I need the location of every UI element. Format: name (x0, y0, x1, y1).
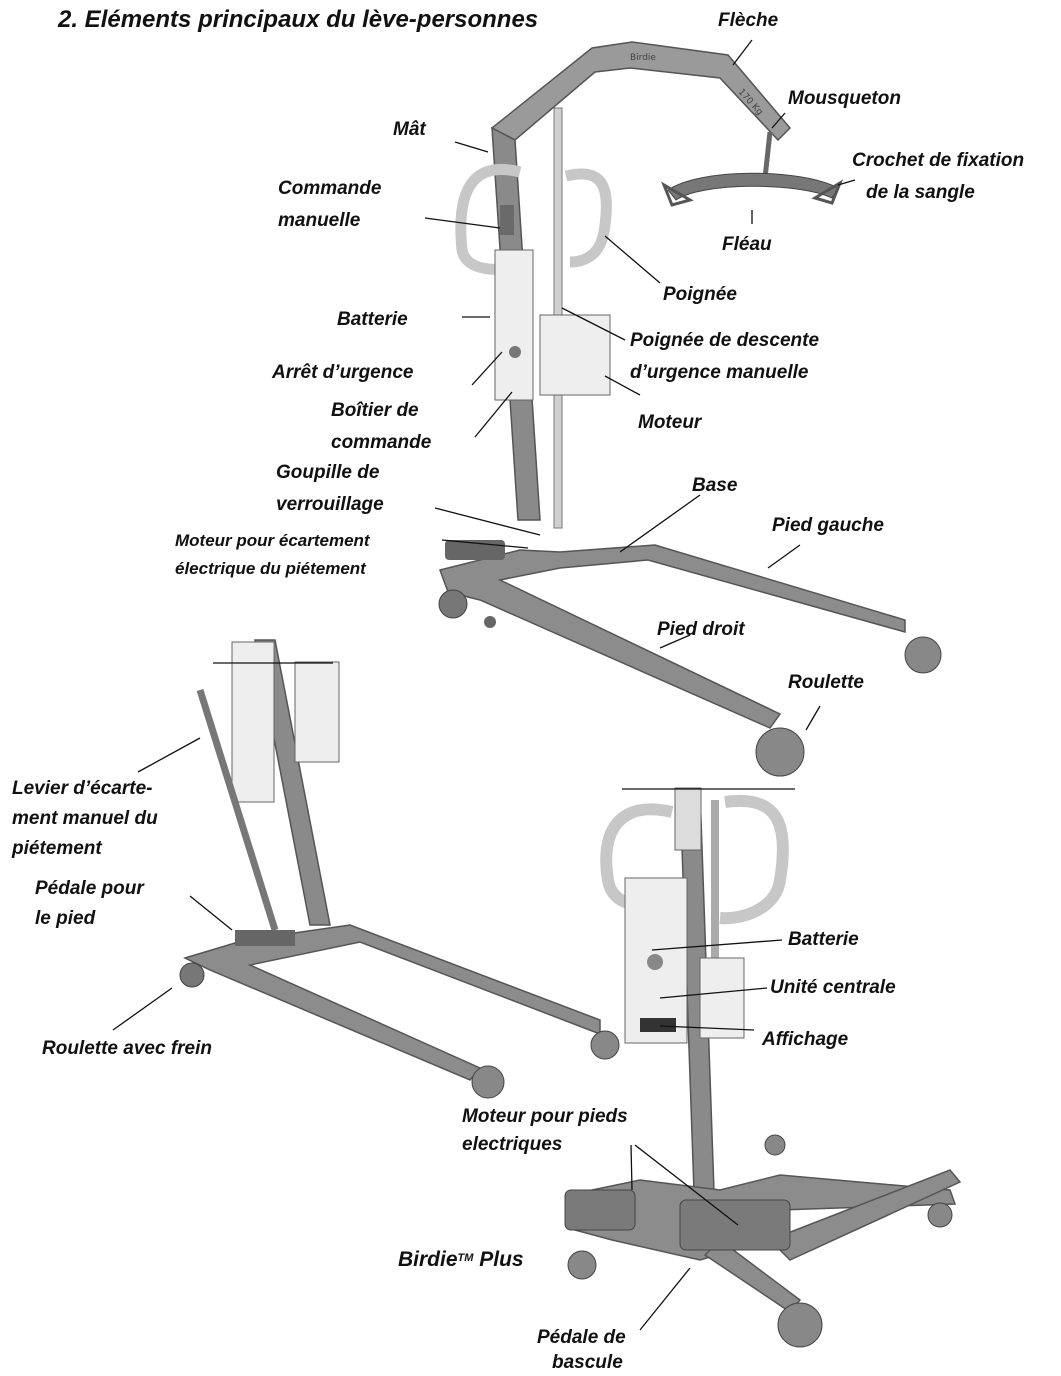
model-name-birdie: Birdie (398, 1248, 458, 1271)
label-pedale-bascule-line2: bascule (552, 1350, 623, 1376)
label-goupille-line2: verrouillage (276, 492, 384, 518)
label-levier-line1: Levier d’écarte- (12, 776, 152, 802)
label-levier-line2: ment manuel du (12, 806, 158, 832)
label-base: Base (692, 473, 737, 499)
label-poignee-descente-line1: Poignée de descente (630, 328, 819, 354)
label-fleche: Flèche (718, 8, 778, 34)
label-pedale-pied-line1: Pédale pour (35, 876, 144, 902)
label-levier-line3: piétement (12, 836, 102, 862)
label-batterie: Batterie (337, 307, 408, 333)
label-boitier-line2: commande (331, 430, 431, 456)
label-commande-line1: Commande (278, 176, 381, 202)
boom: Birdie 170 Kg (492, 42, 790, 140)
label-fleau: Fléau (722, 232, 772, 258)
label-moteur-ecartement-line1: Moteur pour écartement (175, 530, 370, 552)
label-pedale-bascule-line1: Pédale de (537, 1325, 626, 1351)
label-commande-line2: manuelle (278, 208, 360, 234)
label-moteur-pieds-line2: electriques (462, 1132, 562, 1158)
label-moteur: Moteur (638, 410, 701, 436)
label-unite-centrale: Unité centrale (770, 975, 896, 1001)
handles (461, 169, 607, 269)
label-moteur-ecartement-line2: électrique du piétement (175, 558, 366, 580)
label-batterie-plus: Batterie (788, 927, 859, 953)
label-goupille-line1: Goupille de (276, 460, 379, 486)
label-affichage: Affichage (762, 1027, 848, 1053)
swivel-bar (664, 132, 840, 205)
model-name: BirdieTM Plus (398, 1247, 524, 1273)
control-box (495, 250, 610, 400)
model-name-plus: Plus (479, 1248, 523, 1271)
label-moteur-pieds-line1: Moteur pour pieds (462, 1104, 628, 1130)
label-boitier-line1: Boîtier de (331, 398, 419, 424)
label-arret-urgence: Arrêt d’urgence (272, 360, 413, 386)
label-pied-gauche: Pied gauche (772, 513, 884, 539)
boom-brand-mark: Birdie (630, 53, 656, 63)
lift-birdie-plus (565, 788, 960, 1347)
label-mousqueton: Mousqueton (788, 86, 901, 112)
label-mat: Mât (393, 117, 426, 143)
label-roulette: Roulette (788, 670, 864, 696)
lift-manual-base (180, 640, 619, 1098)
label-pied-droit: Pied droit (657, 617, 745, 643)
label-roulette-frein: Roulette avec frein (42, 1036, 212, 1062)
label-crochet-line2: de la sangle (866, 180, 975, 206)
base (439, 540, 941, 776)
label-poignee: Poignée (663, 282, 737, 308)
label-crochet-line1: Crochet de fixation (852, 148, 1024, 174)
label-poignee-descente-line2: d’urgence manuelle (630, 360, 808, 386)
label-pedale-pied-line2: le pied (35, 906, 95, 932)
model-name-trademark: TM (458, 1252, 474, 1264)
